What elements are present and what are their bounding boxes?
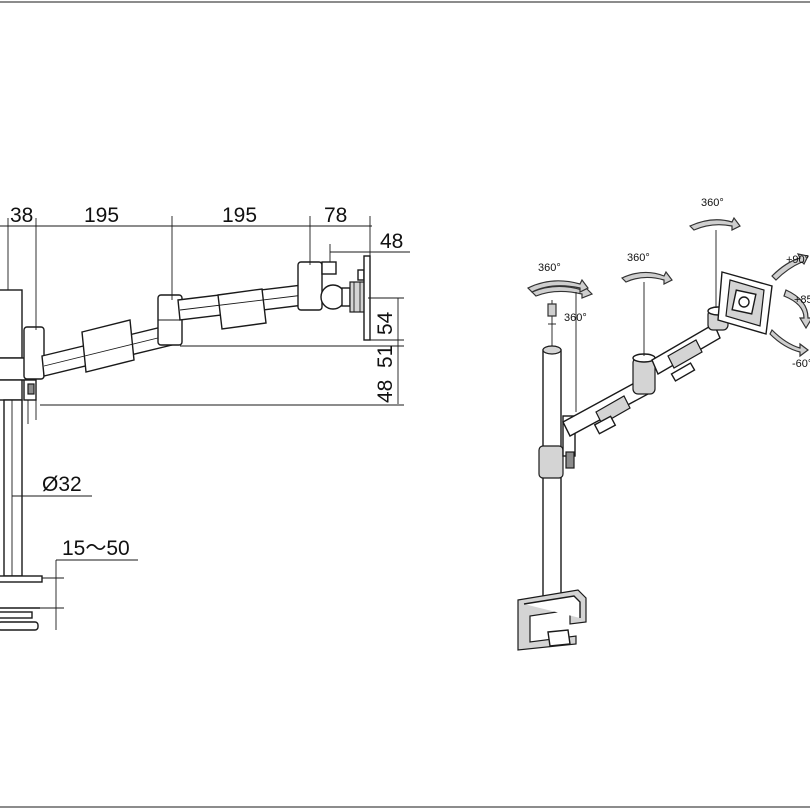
dim-78-label: 78 <box>324 204 347 227</box>
dim-48-top-label: 48 <box>380 230 403 253</box>
perspective-view: 360° 360° 360° 360° +90° +85° -60° <box>517 197 810 651</box>
side-clamp <box>0 575 43 631</box>
rotation-arrow-pole-top <box>530 284 594 346</box>
side-pole-joint <box>23 326 45 424</box>
dim-195-first-label: 195 <box>84 204 119 227</box>
rotation-label-head-joint: 360° <box>701 197 724 209</box>
perspective-elbow-joint <box>632 353 656 395</box>
clamp-range-label: 15～50 <box>62 537 130 560</box>
rotation-label-arm-joint: 360° <box>564 312 587 324</box>
rotation-label-elbow-joint: 360° <box>627 252 650 264</box>
dim-48-side-label: 48 <box>374 380 397 403</box>
dim-38-label: 38 <box>10 204 33 227</box>
perspective-clamp <box>517 589 587 651</box>
dim-51-label: 51 <box>374 345 397 368</box>
perspective-pole <box>538 345 576 599</box>
tilt-down-label: -60° <box>792 358 810 370</box>
perspective-arm-segment-2 <box>651 322 721 382</box>
side-clamp-dimension <box>40 559 138 630</box>
side-pole <box>0 289 27 577</box>
rotation-arrow-elbow-joint <box>620 270 673 356</box>
tilt-swivel-label: +85° <box>794 294 810 306</box>
dim-54-label: 54 <box>374 311 397 335</box>
side-head-assembly <box>297 255 371 341</box>
rotation-label-pole-top: 360° <box>538 262 561 274</box>
side-arm-segment-2 <box>177 284 305 330</box>
perspective-vesa-plate <box>717 271 773 335</box>
perspective-arm-segment-1 <box>562 379 649 437</box>
pole-diameter-label: Ø32 <box>42 473 82 496</box>
tilt-arrows <box>769 253 810 358</box>
rotation-arrow-arm-joint <box>526 278 589 412</box>
side-top-dimensions <box>0 216 410 330</box>
side-right-dimensions <box>40 297 404 406</box>
rotation-arrow-head-joint <box>688 216 741 308</box>
tilt-up-label: +90° <box>786 254 809 266</box>
side-arm-segment-1 <box>41 319 173 377</box>
side-view: 38 195 195 78 48 54 51 48 Ø32 15～50 <box>0 204 410 631</box>
dim-195-second-label: 195 <box>222 204 257 227</box>
